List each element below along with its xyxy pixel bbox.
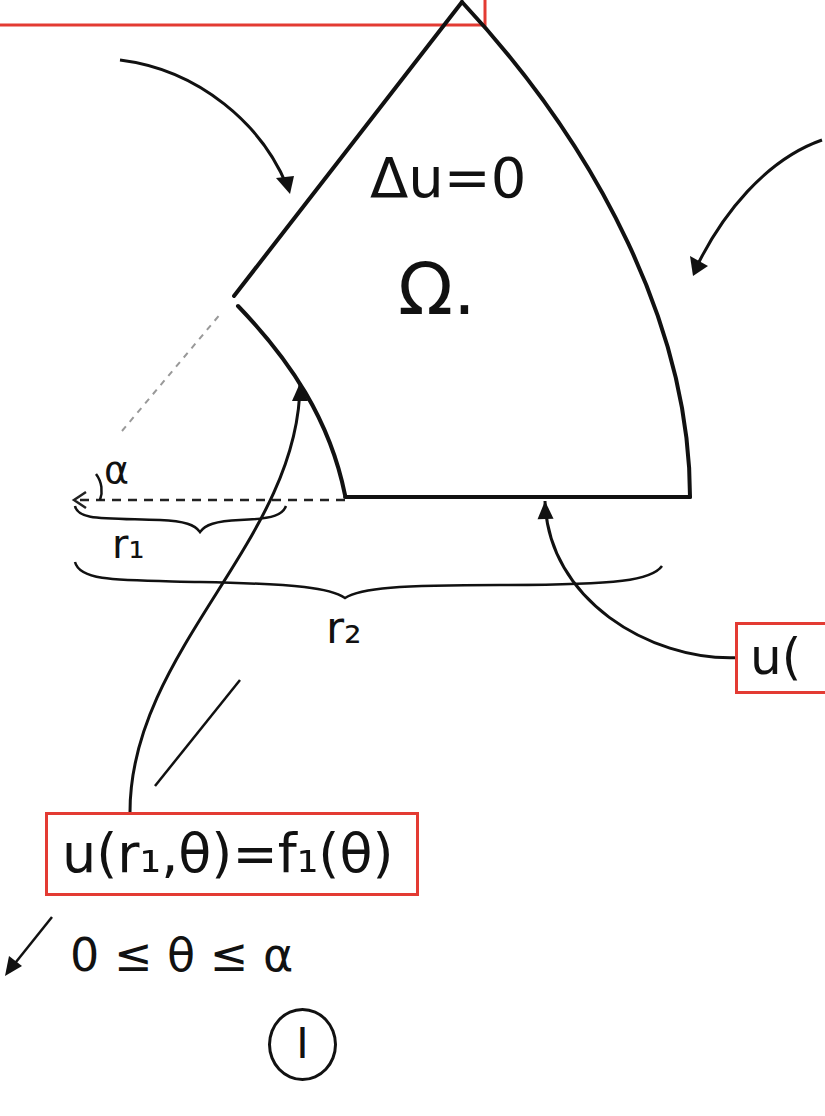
connector xyxy=(130,383,308,812)
angle-mark xyxy=(96,474,102,500)
node-text: u( xyxy=(750,629,801,687)
faint-radial-line xyxy=(122,312,222,431)
connector-line xyxy=(130,383,300,812)
long-arrow xyxy=(12,917,52,967)
arrow-head xyxy=(276,176,294,194)
connector-line xyxy=(545,501,735,658)
angle-label: α xyxy=(104,450,129,492)
region-number: I xyxy=(268,1008,337,1081)
arrow-head xyxy=(5,956,22,976)
leader-arrow xyxy=(120,60,287,186)
dimension-brace xyxy=(75,562,662,598)
equation-text: Δu=0 xyxy=(370,146,526,210)
node-text: I xyxy=(296,1020,308,1068)
boundary-edge xyxy=(345,495,690,499)
inner-arc xyxy=(238,306,345,495)
cut-off-label-box xyxy=(0,0,485,25)
region-name: Ω. xyxy=(398,248,476,331)
dimension-label: r₁ xyxy=(112,522,144,566)
outer-arc xyxy=(462,2,690,497)
arrow-head xyxy=(690,256,708,276)
axis-tip xyxy=(74,492,86,508)
long-arrow xyxy=(155,680,240,786)
dimension-label: r₂ xyxy=(326,604,362,652)
arrow-head xyxy=(538,501,554,519)
range-note: 0 ≤ θ ≤ α xyxy=(70,930,293,981)
connector xyxy=(538,501,735,658)
boundary-condition-box: u(r₁,θ)=f₁(θ) xyxy=(45,812,419,896)
domain-region: Δu=0Ω. xyxy=(230,0,700,500)
boundary-condition-box: u( xyxy=(735,622,825,694)
leader-arrow xyxy=(697,140,822,266)
dashed-axis xyxy=(80,499,345,502)
node-text: u(r₁,θ)=f₁(θ) xyxy=(62,823,394,885)
